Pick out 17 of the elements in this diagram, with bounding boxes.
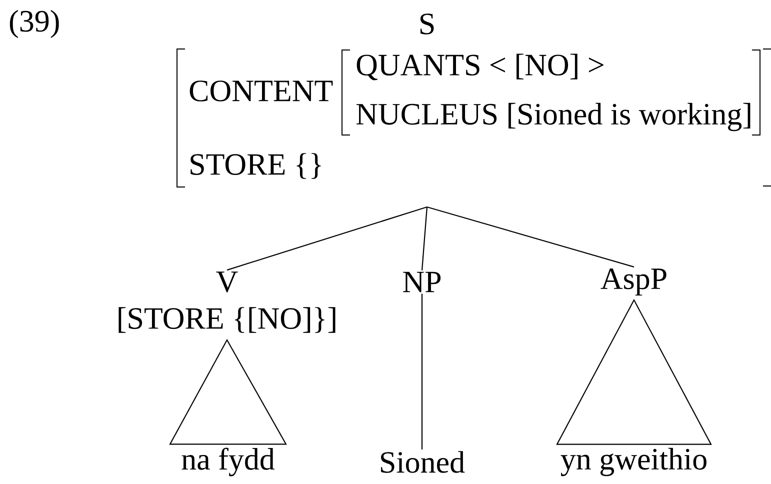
branch-line [421,206,428,270]
tree-node-label: Sioned [381,451,465,473]
feature-structure-text: STORE {} [190,153,321,179]
branch-line [421,294,423,450]
feature-structure-text: CONTENT [190,80,333,102]
tree-node-label: AspP [600,268,666,296]
example-number: (39) [10,10,59,38]
branch-line [426,206,634,268]
tree-node-label: V [216,272,238,292]
branch-line [226,206,428,271]
tree-node-label: S [420,14,434,34]
tree-node-label: NP [403,272,441,292]
tree-node-label: na fydd [182,448,275,476]
feature-structure-text: QUANTS < [NO] > [356,54,604,80]
feature-text: [STORE {[NO]}] [118,307,336,333]
tree-node-label: yn gweithio [560,448,706,476]
feature-structure-text: NUCLEUS [Sioned is working] [356,102,750,132]
